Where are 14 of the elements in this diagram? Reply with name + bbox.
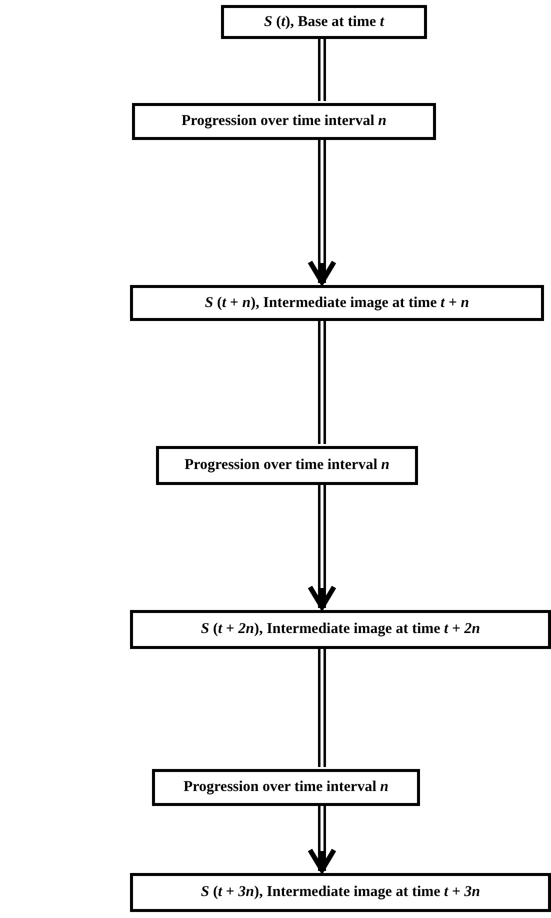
process-box: [221, 5, 427, 39]
box-label: S (t + 3n), Intermediate image at time t + 3n: [200, 884, 480, 901]
process-box: [130, 285, 544, 321]
box-label: Progression over time interval n: [184, 779, 388, 796]
box-label: Progression over time interval n: [184, 457, 390, 474]
box-label: S (t), Base at time t: [264, 14, 384, 30]
box-label: Progression over time interval n: [182, 113, 386, 130]
process-box: [152, 769, 420, 806]
process-box: [130, 873, 551, 912]
box-label: S (t + 2n), Intermediate image at time t + 2n: [200, 621, 480, 638]
process-box: [132, 103, 436, 140]
process-box: [156, 446, 418, 485]
process-box: [130, 610, 551, 649]
box-label: S (t + n), Intermediate image at time t + n: [204, 294, 470, 312]
